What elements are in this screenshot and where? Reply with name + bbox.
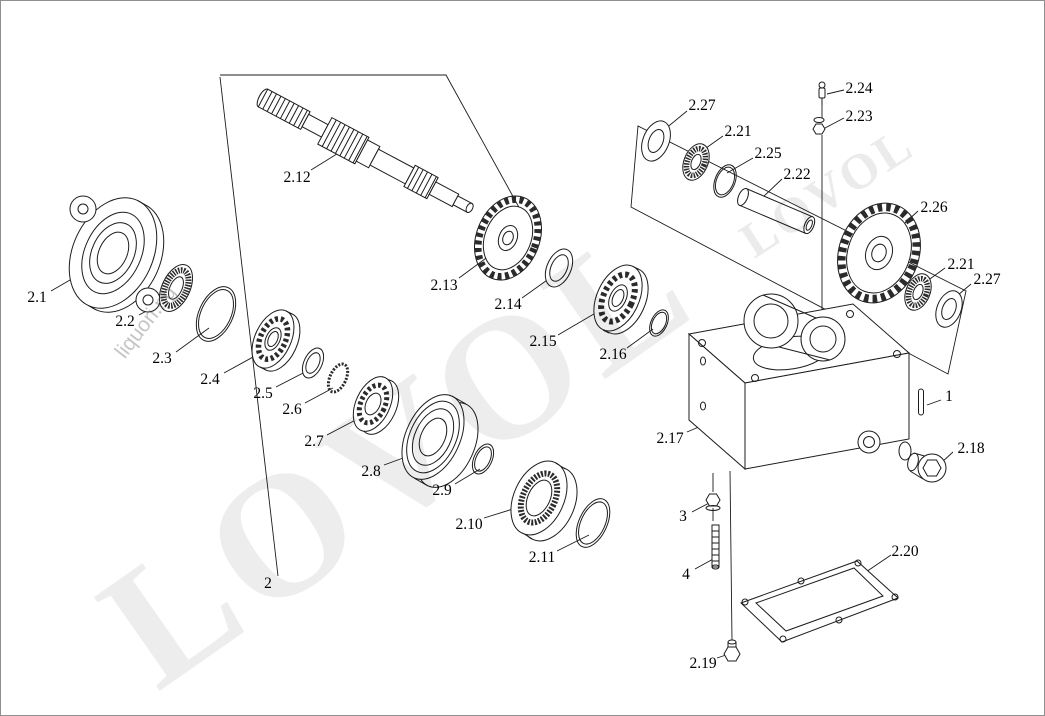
callout-2-27-left: 2.27	[688, 97, 715, 114]
part-gear-2-13	[474, 195, 542, 281]
callout-1: 1	[945, 388, 953, 405]
callout-2-27-right: 2.27	[973, 271, 1000, 288]
part-bearing-2-4	[251, 309, 301, 372]
callout-2-13: 2.13	[430, 277, 457, 294]
callout-2-21-right: 2.21	[947, 256, 974, 273]
callout-2-23: 2.23	[845, 108, 872, 125]
part-washer-2-14	[544, 248, 574, 288]
part-snap-ring-2-6	[326, 362, 350, 394]
callout-3: 3	[679, 508, 687, 525]
part-nut-2-23	[812, 117, 826, 135]
part-plug-2-18	[907, 452, 947, 483]
part-pin-2-24	[818, 81, 826, 105]
part-oring-2-25	[713, 164, 737, 198]
part-cover-plate-2-20	[740, 559, 899, 643]
callout-labels: 2.27 2.21 2.25 2.22 2.24 2.23 2.26 2.21 …	[27, 80, 1001, 672]
part-bearing-2-7	[352, 376, 400, 435]
callout-2-22: 2.22	[783, 166, 810, 183]
callout-2-16: 2.16	[599, 346, 626, 363]
part-flange-2-1	[68, 195, 165, 313]
callout-2-26: 2.26	[920, 199, 947, 216]
part-tube-2-22	[737, 188, 816, 235]
part-seal-2-2	[158, 264, 194, 312]
callout-2-14: 2.14	[494, 296, 521, 313]
callout-2-20: 2.20	[891, 543, 918, 560]
part-shaft-2-12	[256, 88, 474, 213]
callout-2-25: 2.25	[754, 145, 781, 162]
part-bolt-2-19	[723, 639, 741, 662]
callout-2-7: 2.7	[304, 433, 324, 450]
part-washer-2-5	[301, 347, 325, 379]
part-housing-2-17	[687, 293, 912, 471]
callout-2-17: 2.17	[656, 430, 683, 447]
watermark-main: LOVOL	[68, 181, 727, 716]
callout-2-15: 2.15	[529, 333, 556, 350]
callout-2-3: 2.3	[152, 350, 172, 367]
callout-2-12: 2.12	[283, 169, 310, 186]
part-gear-2-26	[837, 202, 921, 304]
callout-2-6: 2.6	[282, 401, 302, 418]
part-ring-2-11	[575, 498, 611, 548]
part-washer-2-27-left	[641, 120, 671, 162]
callout-4: 4	[682, 566, 690, 583]
callout-2-5: 2.5	[253, 385, 273, 402]
part-ring-2-9	[471, 443, 495, 475]
part-washer-2-27-right	[935, 290, 963, 328]
callout-2-9: 2.9	[432, 482, 452, 499]
callout-2-2: 2.2	[115, 313, 134, 330]
part-gear-hub-2-8	[401, 394, 479, 488]
part-bearing-2-15	[593, 264, 649, 335]
callout-2-11: 2.11	[529, 549, 556, 566]
part-bearing-2-21-left	[682, 143, 710, 181]
callout-2: 2	[264, 575, 272, 592]
part-stud-4	[711, 524, 720, 570]
callout-2-1: 2.1	[27, 289, 46, 306]
part-oring-2-3	[195, 286, 237, 342]
callout-2-4: 2.4	[200, 371, 220, 388]
callout-2-19: 2.19	[689, 655, 716, 672]
callout-2-24: 2.24	[845, 80, 872, 97]
callout-2-10: 2.10	[455, 516, 482, 533]
part-bearing-2-21-right	[904, 273, 932, 311]
part-ring-2-16	[649, 309, 669, 337]
part-synchronizer-2-10	[510, 460, 578, 542]
callout-2-21-left: 2.21	[724, 123, 751, 140]
callout-2-18: 2.18	[957, 440, 984, 457]
part-nut-3	[705, 493, 721, 511]
callout-2-8: 2.8	[361, 463, 381, 480]
part-pin-1	[918, 388, 924, 416]
